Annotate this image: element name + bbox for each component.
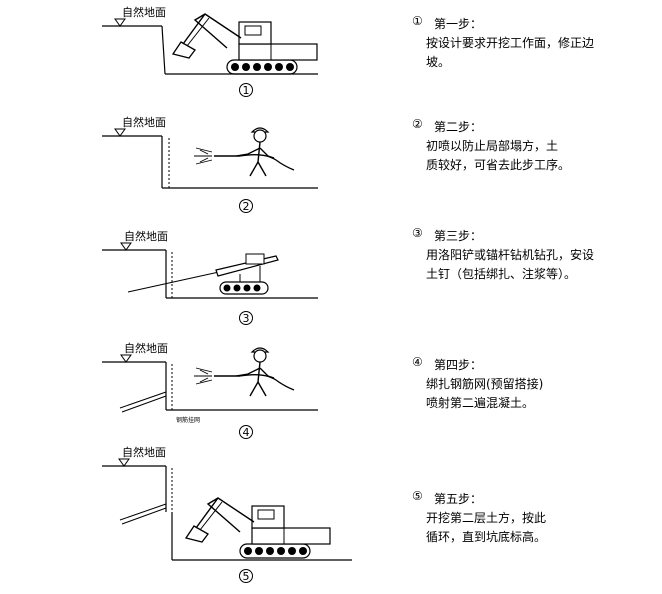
step-line: 用洛阳铲或锚杆钻机钻孔，安设 bbox=[426, 248, 595, 262]
step-title: 第四步： bbox=[434, 358, 483, 372]
step-title: 第三步： bbox=[434, 229, 483, 243]
step-number: 2 bbox=[243, 200, 250, 213]
ground-label: 自然地面 bbox=[122, 115, 166, 129]
step-number: 5 bbox=[243, 570, 250, 583]
step-number: 4 bbox=[243, 426, 250, 439]
step-circle-number: ④ bbox=[412, 355, 423, 369]
step-number: 3 bbox=[243, 312, 250, 325]
ground-label: 自然地面 bbox=[122, 445, 166, 459]
ground-label: 自然地面 bbox=[124, 229, 168, 243]
step-line: 按设计要求开挖工作面，修正边 bbox=[426, 36, 595, 50]
ground-label: 自然地面 bbox=[124, 341, 168, 355]
step-number: 1 bbox=[243, 84, 250, 97]
step-line: 质较好，可省去此步工序。 bbox=[426, 158, 571, 172]
step-1-figure: 自然地面 1 bbox=[102, 5, 318, 97]
step-line: 土钉（包括绑扎、注浆等）。 bbox=[426, 267, 577, 281]
step-circle-number: ⑤ bbox=[412, 489, 423, 503]
step-4-figure: 自然地面 钢筋挂网 4 bbox=[102, 341, 318, 439]
step-line: 喷射第二遍混凝土。 bbox=[426, 396, 535, 410]
step-5-figure: 自然地面 5 bbox=[102, 445, 352, 583]
step-3-figure: 自然地面 3 bbox=[102, 229, 318, 325]
step-2-figure: 自然地面 2 bbox=[102, 115, 318, 213]
step-circle-number: ① bbox=[412, 14, 423, 28]
step-line: 初喷以防止局部塌方，土 bbox=[426, 139, 559, 153]
step-line: 开挖第二层土方，按此 bbox=[426, 511, 547, 525]
step-title: 第五步： bbox=[434, 492, 483, 506]
step-circle-number: ② bbox=[412, 117, 423, 131]
step-line: 绑扎钢筋网(预留搭接) bbox=[426, 377, 544, 391]
rebar-label: 钢筋挂网 bbox=[176, 416, 200, 424]
step-circle-number: ③ bbox=[412, 226, 423, 240]
step-title: 第一步： bbox=[434, 17, 483, 31]
ground-label: 自然地面 bbox=[122, 5, 166, 19]
step-line: 坡。 bbox=[426, 55, 451, 69]
step-line: 循环，直到坑底标高。 bbox=[426, 530, 547, 544]
step-title: 第二步： bbox=[434, 120, 483, 134]
